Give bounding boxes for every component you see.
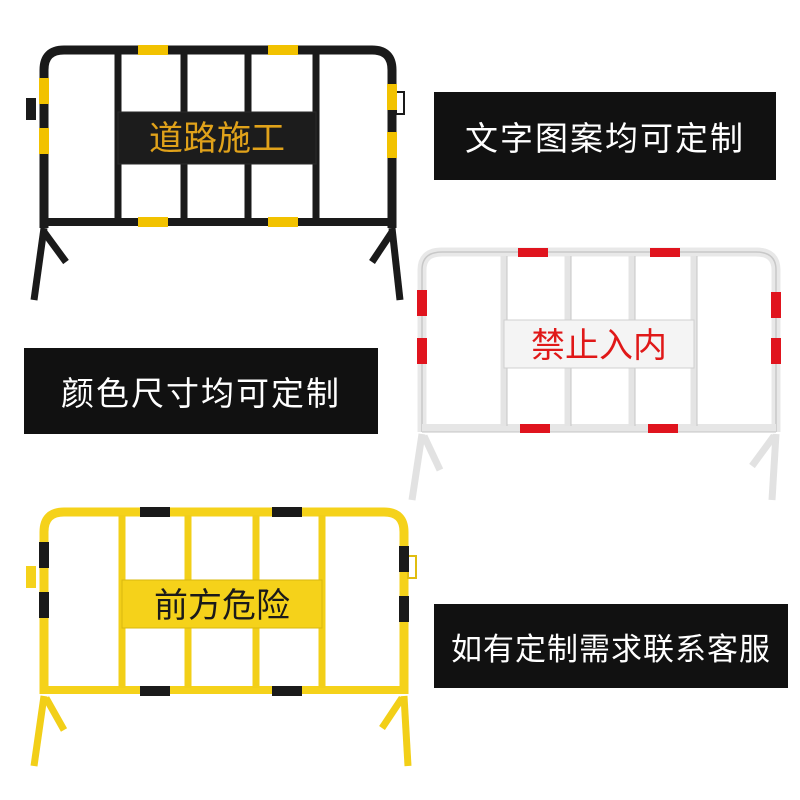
caption-contact-support: 如有定制需求联系客服 xyxy=(434,604,788,688)
yellow-barrier-stripes xyxy=(39,507,409,696)
black-barrier-stripes xyxy=(39,45,397,227)
black-barrier-legs xyxy=(30,227,404,301)
yellow-barrier-legs xyxy=(30,695,412,767)
black-barrier-sign xyxy=(117,111,317,165)
yellow-barrier-sign xyxy=(121,579,323,629)
black-barrier-sign-text: 道路施工 xyxy=(149,119,285,159)
white-barrier: 禁止入内 xyxy=(408,247,781,501)
caption-customizable-color-size: 颜色尺寸均可定制 xyxy=(24,348,378,434)
yellow-barrier-sign-text: 前方危险 xyxy=(154,586,290,626)
white-barrier-legs xyxy=(408,433,780,501)
yellow-barrier: 前方危险 xyxy=(26,507,417,767)
black-barrier-frame xyxy=(39,45,397,228)
caption-customizable-text: 文字图案均可定制 xyxy=(434,92,776,180)
white-barrier-stripes xyxy=(417,248,781,433)
black-barrier: 道路施工 xyxy=(26,45,405,301)
white-barrier-sign-text: 禁止入内 xyxy=(531,326,667,366)
yellow-barrier-frame xyxy=(39,507,409,694)
white-barrier-sign xyxy=(503,319,695,369)
